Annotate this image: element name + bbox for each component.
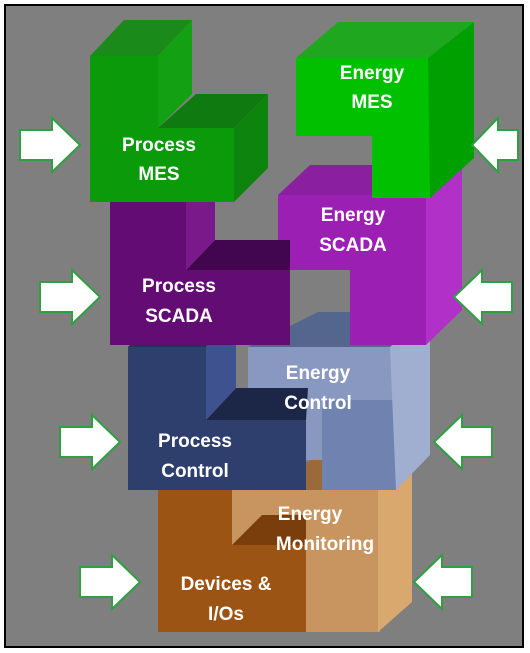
process-mes-label-line2: MES	[138, 164, 179, 185]
energy-mes-label-line1: Energy	[340, 63, 405, 84]
energy-scada-label-line1: Energy	[321, 205, 386, 226]
arrow-right-scada-icon	[39, 267, 102, 327]
process-scada-label-line2: SCADA	[145, 306, 213, 327]
process-control-label-line2: Control	[161, 461, 229, 482]
energy-control-label-line2: Control	[284, 393, 352, 414]
arrow-left-control-icon	[432, 412, 493, 472]
process-mes-block	[90, 20, 268, 202]
energy-mes-block	[296, 22, 474, 198]
arrow-right-devices-icon	[79, 552, 142, 612]
energy-mes-label-line2: MES	[351, 92, 392, 113]
arrow-right-mes-icon	[19, 115, 82, 175]
process-mes-label-line1: Process	[122, 135, 196, 156]
energy-scada-block	[278, 165, 462, 345]
devices-ios-label-line2: I/Os	[208, 604, 244, 625]
arrow-left-mes-icon	[470, 115, 519, 175]
process-scada-label-line1: Process	[142, 276, 216, 297]
energy-scada-label-line2: SCADA	[319, 235, 387, 256]
devices-ios-label-line1: Devices &	[181, 574, 272, 595]
arrow-left-monitoring-icon	[412, 552, 473, 612]
energy-monitoring-label-line2: Monitoring	[276, 534, 374, 555]
energy-monitoring-label-line1: Energy	[278, 504, 343, 525]
energy-control-label-line1: Energy	[286, 363, 351, 384]
arrow-right-control-icon	[59, 412, 122, 472]
arrow-left-scada-icon	[452, 267, 513, 327]
process-control-label-line1: Process	[158, 431, 232, 452]
